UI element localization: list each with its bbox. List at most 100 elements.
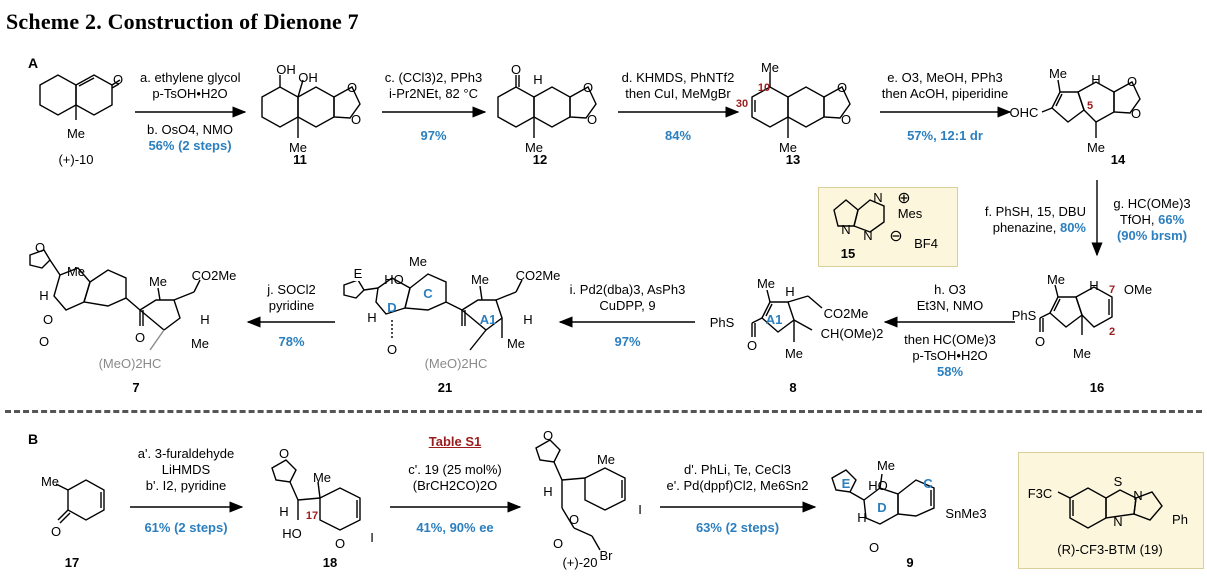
atom-O-20a: O	[568, 512, 580, 527]
atom-Me-13b: Me	[778, 140, 798, 155]
atom-I-20: I	[638, 502, 642, 517]
atom-O-20furan: O	[542, 428, 554, 443]
atom-MeO2HC-7: (MeO)2HC	[98, 356, 162, 371]
charge-minus-15: ⊖	[889, 228, 903, 245]
atom-Me-9: Me	[876, 458, 896, 473]
atom-I-18: I	[370, 530, 374, 545]
atom-Me-7c: Me	[190, 336, 210, 351]
step-h-text-2: Et3N, NMO	[916, 298, 984, 313]
step-a-text-2: p-TsOH•H2O	[152, 86, 228, 101]
step-f-yield: 80%	[1059, 220, 1086, 235]
atom-H-21: H	[367, 310, 377, 325]
atom-O-9: O	[868, 540, 880, 555]
step-j-text-2: pyridine	[268, 298, 315, 313]
atom-PhS-16: PhS	[1011, 308, 1037, 323]
atom-Me-8b: Me	[784, 346, 804, 361]
ring-label-C-21: C	[423, 286, 433, 301]
step-g-text-2: TfOH,	[1119, 212, 1155, 227]
step-a-prime-reagents: a'. 3-furaldehyde LiHMDS b'. I2, pyridin…	[130, 446, 242, 494]
step-ab-yield: 56% (2 steps)	[148, 138, 232, 153]
atom-N-15b: N	[863, 228, 873, 243]
atom-Me-21: Me	[408, 254, 428, 269]
ring-label-D-21: D	[387, 300, 397, 315]
atom-Me-14: Me	[1048, 66, 1068, 81]
atom-Me-14b: Me	[1086, 140, 1106, 155]
atom-H-12: H	[533, 72, 543, 87]
structure-14	[1041, 79, 1141, 138]
step-g-yield: 66%	[1158, 212, 1185, 227]
step-e-prime-text: e'. Pd(dppf)Cl2, Me6Sn2	[666, 478, 809, 493]
atom-OH-11b: OH	[298, 70, 318, 85]
atom-Me-12: Me	[524, 140, 544, 155]
atom-N-19b: N	[1113, 514, 1123, 529]
step-f-text: f. PhSH, 15, DBU	[984, 204, 1086, 219]
atom-HO-18: HO	[282, 526, 302, 541]
atom-HO-9: HO	[868, 478, 888, 493]
step-g-reagents: g. HC(OMe)3 TfOH, 66% (90% brsm)	[1104, 196, 1200, 244]
ring-label-A1-21: A1	[479, 312, 497, 327]
step-h-text-3: then HC(OMe)3	[904, 332, 996, 347]
atom-Me-20: Me	[596, 452, 616, 467]
section-divider	[5, 410, 1202, 413]
ring-label-D-9: D	[877, 500, 887, 515]
step-d-text-2: then CuI, MeMgBr	[625, 86, 731, 101]
atom-BF4-15: BF4	[914, 236, 938, 251]
atom-Me-21c: Me	[506, 336, 526, 351]
ring-label-E-9: E	[841, 476, 851, 491]
atom-O-13b: O	[840, 112, 852, 127]
step-j-reagents: j. SOCl2 pyridine	[248, 282, 335, 314]
atom-Me-7b: Me	[148, 274, 168, 289]
atom-O-14a: O	[1126, 74, 1138, 89]
step-e-yield: 57%, 12:1 dr	[907, 128, 983, 143]
step-j-text: j. SOCl2	[267, 282, 316, 297]
atom-Me-10: Me	[66, 126, 86, 141]
step-a-prime-text-2: LiHMDS	[161, 462, 211, 477]
compound-label-14: 14	[1110, 152, 1126, 167]
atom-CO2Me-21: CO2Me	[515, 268, 561, 283]
step-h-text: h. O3	[934, 282, 966, 297]
structure-16	[1039, 284, 1113, 335]
ring-label-A1-8: A1	[765, 312, 783, 327]
atom-Br-20: Br	[599, 548, 613, 563]
step-h-reagents: h. O3 Et3N, NMO	[885, 282, 1015, 314]
compound-label-12: 12	[532, 152, 548, 167]
atom-H-18: H	[279, 504, 289, 519]
structure-18	[271, 459, 361, 531]
atom-OMe-16: OMe	[1123, 282, 1153, 297]
step-b-prime-text: b'. I2, pyridine	[145, 478, 227, 493]
atom-O-7ring: O	[42, 312, 54, 327]
step-de-prime-yield: 63% (2 steps)	[695, 520, 780, 535]
step-c-prime-yield: 41%, 90% ee	[416, 520, 494, 535]
compound-label-7: 7	[132, 380, 140, 395]
step-ab-reagents: a. ethylene glycol p-TsOH•H2O	[140, 70, 240, 102]
table-s1-link[interactable]: Table S1	[428, 434, 482, 449]
atom-CO2Me-8: CO2Me	[823, 306, 869, 321]
compound-label-18: 18	[322, 555, 338, 570]
atom-H-21b: H	[523, 312, 533, 327]
structure-8	[751, 289, 823, 342]
atom-H-7b: H	[200, 312, 210, 327]
compound-label-15: 15	[840, 246, 856, 261]
step-d-text: d. KHMDS, PhNTf2	[621, 70, 735, 85]
atom-O-7ketone: O	[134, 330, 146, 345]
step-i-yield: 97%	[614, 334, 641, 349]
step-h-reagents-2: then HC(OMe)3 p-TsOH•H2O 58%	[885, 332, 1015, 380]
atom-Me-8: Me	[756, 276, 776, 291]
atom-Me-16: Me	[1046, 272, 1066, 287]
step-c-prime-text: c'. 19 (25 mol%)	[408, 462, 502, 477]
step-i-text: i. Pd2(dba)3, AsPh3	[569, 282, 686, 297]
atom-MeO2HC-21: (MeO)2HC	[424, 356, 488, 371]
step-f-text-2: phenazine,	[992, 220, 1057, 235]
structure-13	[751, 72, 851, 138]
structure-20	[535, 439, 626, 551]
step-c-prime-reagents: c'. 19 (25 mol%) (BrCH2CO)2O	[390, 462, 520, 494]
step-e-text-2: then AcOH, piperidine	[881, 86, 1009, 101]
atom-Me-16b: Me	[1072, 346, 1092, 361]
numbering-10: 10	[757, 82, 771, 94]
atom-CO2Me-7: CO2Me	[191, 268, 237, 283]
compound-label-17: 17	[64, 555, 80, 570]
structure-9	[831, 469, 935, 525]
step-d-prime-text: d'. PhLi, Te, CeCl3	[683, 462, 792, 477]
compound-label-11: 11	[293, 152, 307, 167]
atom-Me-13: Me	[760, 60, 780, 75]
